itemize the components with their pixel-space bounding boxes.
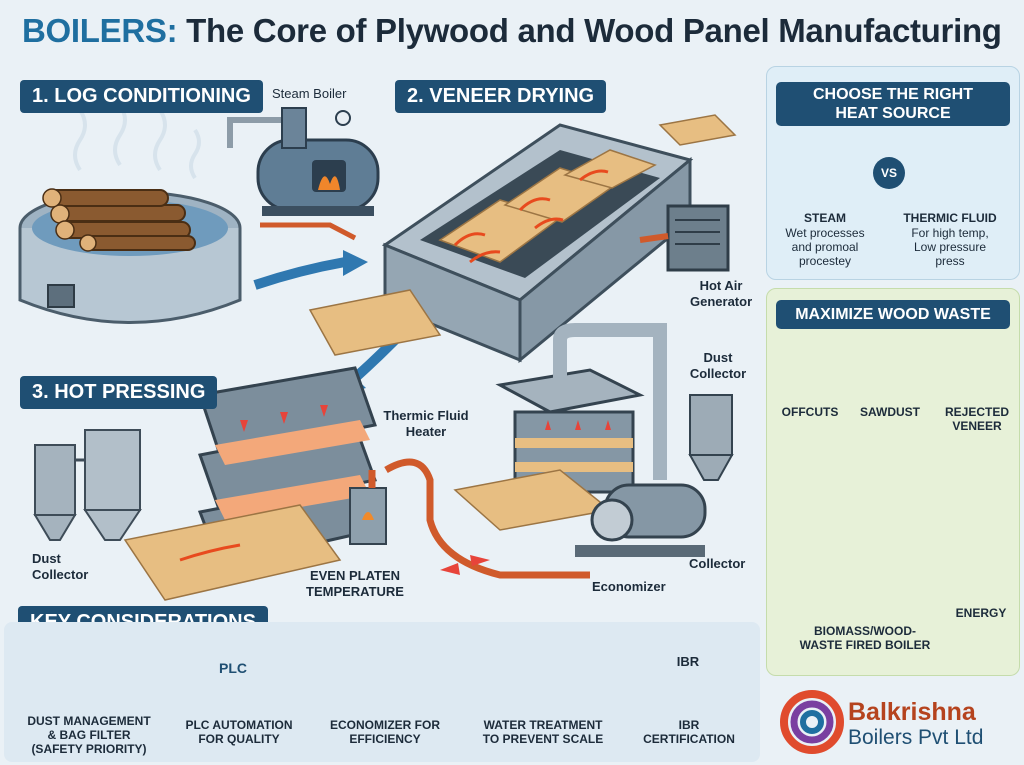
wood-waste-heading: MAXIMIZE WOOD WASTE bbox=[776, 300, 1010, 329]
brand-subtitle: Boilers Pvt Ltd bbox=[848, 726, 984, 749]
wood-waste-panel bbox=[766, 288, 1020, 676]
press-economizer-assembly bbox=[453, 323, 734, 557]
plc-badge: PLC bbox=[219, 660, 247, 676]
key-considerations-panel bbox=[4, 622, 760, 762]
flow-arrow-1 bbox=[253, 257, 346, 290]
ibr-badge: IBR bbox=[676, 654, 700, 669]
hot-press bbox=[123, 366, 378, 601]
vs-badge: VS bbox=[873, 157, 905, 189]
label-energy: ENERGY bbox=[955, 606, 1007, 620]
steam-boiler bbox=[227, 107, 380, 241]
brand-logo bbox=[780, 690, 844, 754]
label-collector: Collector bbox=[689, 556, 746, 571]
section-hot-pressing: 3. HOT PRESSING bbox=[20, 376, 218, 409]
key-item-dust-management: DUST MANAGEMENT& BAG FILTER(SAFETY PRIOR… bbox=[27, 714, 151, 756]
log-vat bbox=[18, 103, 242, 324]
veneer-dryer bbox=[308, 114, 737, 364]
section-log-conditioning: 1. LOG CONDITIONING bbox=[20, 80, 263, 113]
label-economizer: Economizer bbox=[592, 579, 666, 594]
page-title: BOILERS: The Core of Plywood and Wood Pa… bbox=[22, 12, 1002, 49]
flow-arrow-1-head bbox=[343, 250, 368, 276]
label-steam-boiler: Steam Boiler bbox=[272, 86, 347, 101]
thermic-fluid-heater bbox=[349, 458, 590, 579]
thermic-title: THERMIC FLUID bbox=[903, 211, 997, 225]
label-sawdust: SAWDUST bbox=[860, 405, 920, 419]
dust-collector-left bbox=[33, 429, 142, 541]
brand-name: Balkrishna bbox=[848, 698, 976, 726]
label-biomass-boiler: BIOMASS/WOOD-WASTE FIRED BOILER bbox=[799, 624, 931, 652]
steam-title: STEAM bbox=[804, 211, 846, 225]
section-veneer-drying: 2. VENEER DRYING bbox=[395, 80, 607, 113]
label-offcuts: OFFCUTS bbox=[781, 405, 839, 419]
